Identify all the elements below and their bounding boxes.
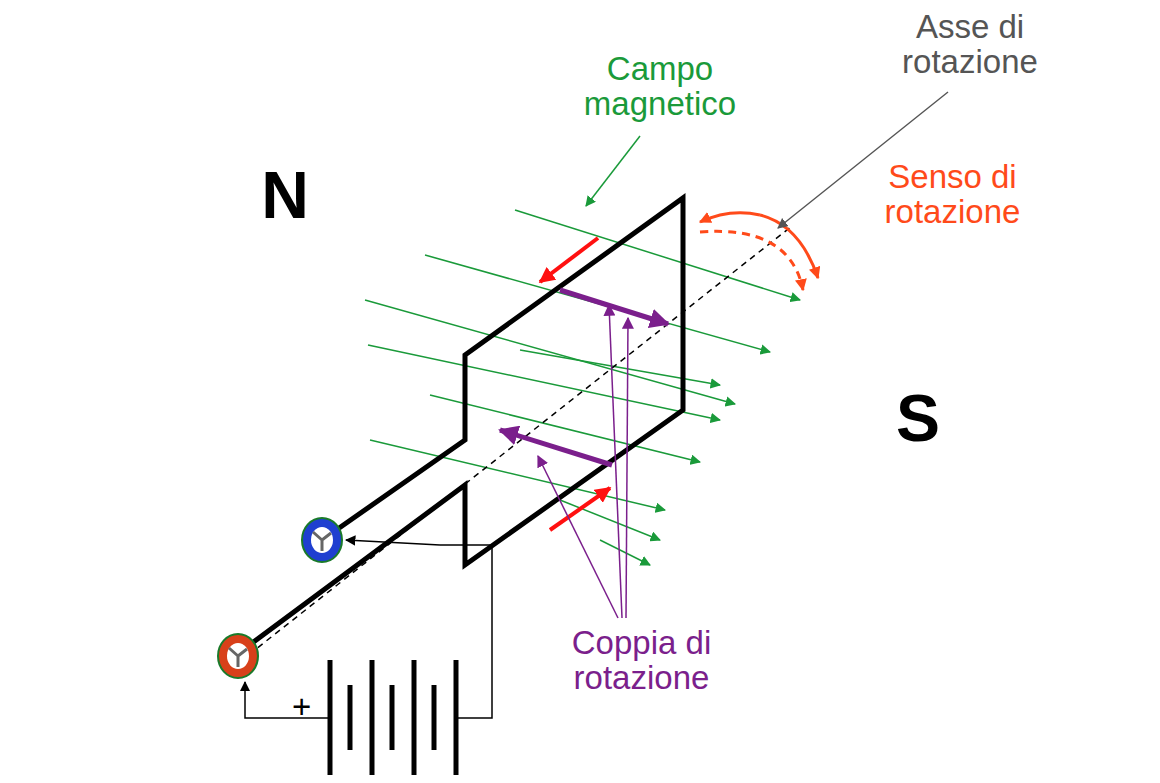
south-magnet: S (630, 250, 1160, 783)
pole-letter: N (261, 162, 309, 228)
magnet-block (630, 250, 1160, 783)
leader-line (586, 136, 640, 206)
field-label: Campo magnetico (570, 52, 750, 121)
magnet-block (0, 0, 565, 530)
magnet-face (15, 35, 552, 320)
torque-arrow (500, 430, 612, 465)
rotation-axis (232, 226, 792, 668)
torque-arrow (560, 290, 668, 324)
rotation-label: Senso di rotazione (860, 160, 1045, 229)
magnet-face (15, 212, 345, 520)
axis-label: Asse di rotazione (880, 10, 1060, 79)
polarity-sign: + (292, 690, 311, 725)
torque-label: Coppia di rotazione (545, 624, 738, 697)
commutator-ring (302, 518, 342, 562)
magnet-face (640, 440, 960, 783)
current-arrow (550, 488, 610, 530)
rotation-arc (700, 213, 818, 290)
wire (245, 540, 492, 718)
current-arrow (540, 238, 598, 282)
coil-loop (240, 198, 683, 652)
pole-letter: S (896, 385, 940, 451)
battery-symbol (330, 660, 456, 775)
commutator-ring (218, 634, 258, 678)
magnet-face (345, 140, 552, 520)
north-magnet: N (0, 0, 565, 530)
leader-line (538, 305, 628, 618)
magnet-face (960, 378, 1160, 783)
magnet-face (640, 260, 1160, 560)
